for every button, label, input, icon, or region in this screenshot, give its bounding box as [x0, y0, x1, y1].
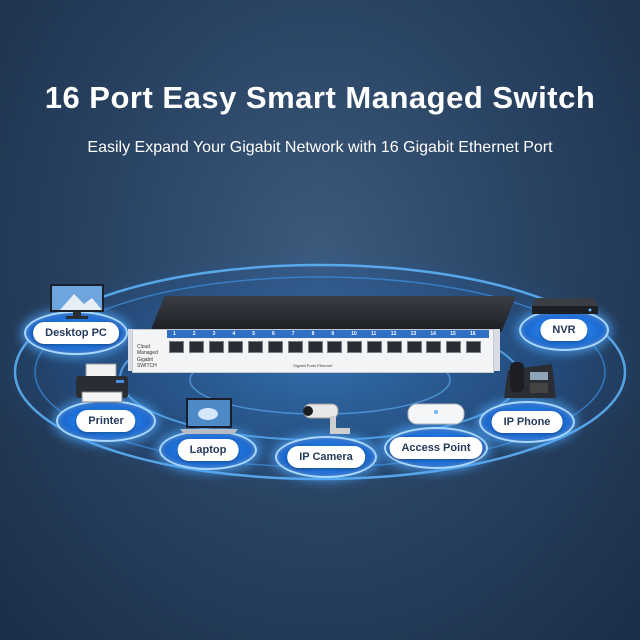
page-subtitle: Easily Expand Your Gigabit Network with … [87, 139, 553, 156]
port-number: 12 [390, 331, 397, 337]
label-laptop: Laptop [177, 439, 239, 461]
router-icon [407, 403, 465, 425]
glow-ring [519, 309, 609, 351]
port-number: 10 [351, 331, 357, 337]
ethernet-port [347, 341, 363, 353]
ethernet-port [327, 341, 343, 353]
switch-panel-text: Gigabit Ports Ethernet [293, 363, 333, 368]
port-number: 5 [252, 331, 255, 337]
page-title: 16 Port Easy Smart Managed Switch [44, 80, 596, 115]
ethernet-port [188, 341, 204, 353]
port-number: 14 [430, 331, 436, 337]
label-ip-camera: IP Camera [287, 446, 365, 468]
switch-brand: Goolake [463, 331, 487, 337]
printer-icon [76, 363, 128, 403]
rack-ear-right [490, 329, 500, 371]
port-number-strip [167, 330, 489, 338]
port-number: 13 [410, 331, 417, 337]
port-number: 7 [291, 331, 295, 337]
ethernet-port [248, 341, 264, 353]
label-ip-phone: IP Phone [491, 411, 563, 433]
label-desktop-pc: Desktop PC [33, 322, 119, 344]
port-number: 11 [371, 331, 377, 337]
monitor-icon [50, 284, 104, 319]
ethernet-port [268, 341, 283, 353]
ethernet-port [406, 341, 422, 353]
ethernet-port [287, 341, 303, 353]
ethernet-port [466, 341, 481, 353]
ethernet-port [228, 341, 244, 353]
port-number: 6 [272, 331, 275, 337]
port-number: 15 [450, 331, 456, 337]
ethernet-port [446, 341, 462, 353]
port-number: 4 [232, 331, 236, 337]
nvr-icon [532, 298, 598, 314]
ethernet-port [307, 341, 323, 353]
ethernet-port [386, 341, 402, 353]
switch-chassis-top [150, 296, 516, 332]
port-number: 3 [212, 331, 216, 337]
port-number: 1 [173, 331, 176, 337]
label-access-point: Access Point [389, 437, 483, 459]
ethernet-port [169, 341, 184, 353]
label-nvr: NVR [540, 319, 588, 341]
phone-icon [504, 362, 556, 398]
switch-model-label: Cloud Managed Gigabit SWITCH [137, 344, 158, 369]
port-number: 8 [311, 331, 315, 337]
port-number: 2 [192, 331, 196, 337]
camera-icon [303, 403, 350, 434]
ethernet-port [367, 341, 382, 353]
laptop-icon [180, 398, 238, 434]
label-printer: Printer [76, 410, 136, 432]
ethernet-port [208, 341, 224, 353]
ethernet-port [426, 341, 442, 353]
port-number: 16 [470, 331, 476, 337]
port-number: 9 [331, 331, 335, 337]
